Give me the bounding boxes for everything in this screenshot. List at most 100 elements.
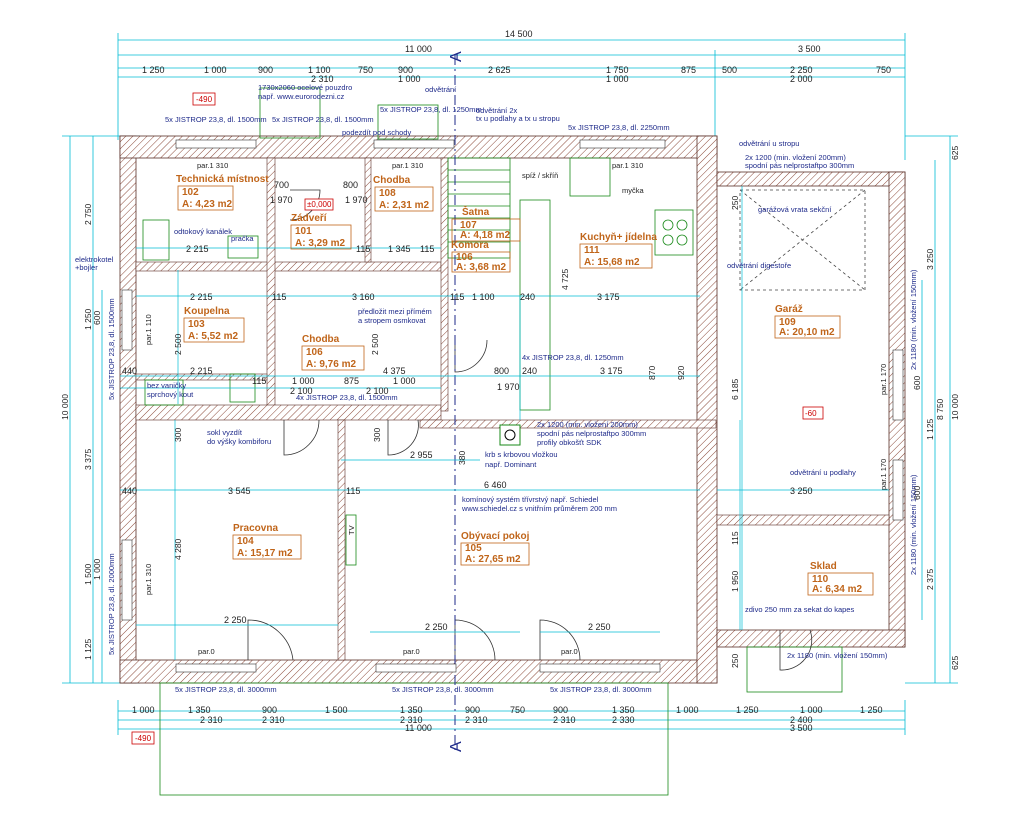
room-pracovna: Pracovna 104 A: 15,17 m2 — [232, 523, 302, 560]
room-garaz: Garáž 109 A: 20,10 m2 — [774, 304, 841, 339]
room-name: Sklad — [810, 561, 837, 572]
note-vent: odvětrání — [425, 85, 457, 94]
dim-inner-7: 1 345 — [388, 244, 411, 254]
dim-top-sub-4: 2 000 — [790, 74, 813, 84]
dim-bottom-garage: 3 500 — [790, 723, 813, 733]
lintel-1: 5x JISTROP 23,8, dl. 1500mm — [165, 115, 267, 124]
room-area: A: 4,23 m2 — [182, 199, 232, 210]
window-4: par.1 110 — [144, 314, 153, 345]
room-number: 101 — [295, 226, 312, 237]
room-area: A: 15,17 m2 — [237, 548, 293, 559]
garage-door-symbol — [739, 189, 866, 291]
lintel-4: 5x JISTROP 23,8, dl. 2250mm — [568, 123, 670, 132]
interior-dimensions — [120, 186, 889, 660]
note-wall2: a stropem osmkovat — [358, 316, 426, 325]
annotations: 1730x2060 ocelové pouzdro např. www.euro… — [75, 83, 918, 660]
dim-inner-51: 920 — [676, 366, 686, 380]
top-dimensions — [117, 33, 906, 160]
dim-bot-13: 1 250 — [860, 705, 883, 715]
dim-inner-4: 800 — [343, 180, 358, 190]
note-sink: myčka — [622, 186, 644, 195]
dim-top-2: 1 000 — [204, 65, 227, 75]
dim-inner-2: 1 970 — [270, 195, 293, 205]
room-number: 106 — [306, 347, 323, 358]
dim-inner-39: 2 250 — [425, 622, 448, 632]
room-area: A: 27,65 m2 — [465, 554, 521, 565]
window-6: par.0 — [198, 647, 215, 656]
note-door: 1730x2060 ocelové pouzdro — [258, 83, 352, 92]
dim-inner-14: 240 — [520, 292, 535, 302]
dim-bottom-row: 1 000 1 350 900 1 500 1 350 900 750 900 … — [132, 705, 883, 715]
window-labels: par.1 310 par.1 310 par.1 310 par.1 110 … — [144, 161, 888, 656]
room-chodba-108: Chodba 108 A: 2,31 m2 — [373, 175, 434, 212]
dim-inner-50: 870 — [647, 366, 657, 380]
note-right-lintel-a: 2x 1180 (min. vložení 150mm) — [909, 269, 918, 370]
note-garage-spec2: spodní pás nelprostaftpo 300mm — [745, 161, 854, 170]
dim-bot-5: 1 350 — [400, 705, 423, 715]
room-name: Zádveří — [291, 213, 328, 224]
room-area: A: 9,76 m2 — [306, 359, 356, 370]
window-9: par.1 170 — [879, 364, 888, 395]
room-name: Technická místnost — [176, 174, 269, 185]
dim-top-main: 11 000 — [405, 44, 432, 54]
dim-left-5: 1 125 — [83, 638, 93, 660]
section-mark-bottom: A — [448, 741, 465, 752]
dim-inner-17: 440 — [122, 366, 137, 376]
dim-bot-12: 1 000 — [800, 705, 823, 715]
dim-left-4: 1 500 — [83, 563, 93, 585]
note-kombifor: sokl vyzdít — [207, 428, 243, 437]
dim-inner-38: 2 250 — [224, 615, 247, 625]
room-number: 102 — [182, 187, 199, 198]
dim-inner-6: 115 — [356, 244, 370, 254]
dim-bot-sub-5: 2 310 — [553, 715, 576, 725]
note-sklad-lintel: zdivo 250 mm za sekat do kapes — [745, 605, 854, 614]
dim-right-2: 3 250 — [925, 248, 935, 270]
dim-inner-13: 1 100 — [472, 292, 495, 302]
dim-top-1: 1 250 — [142, 65, 165, 75]
window-3: par.1 310 — [612, 161, 643, 170]
note-stairs: podezdít pod schody — [342, 128, 411, 137]
dim-inner-21: 875 — [344, 376, 359, 386]
dim-right-sub-1: 600 — [912, 376, 922, 390]
lintel-6: 4x JISTROP 23,8, dl. 1500mm — [296, 393, 398, 402]
note-boiler: +bojler — [75, 263, 98, 272]
window-frames — [121, 139, 904, 673]
dim-inner-44: 115 — [730, 531, 740, 545]
room-name: Obývací pokoj — [461, 531, 530, 542]
note-tv: TV — [347, 525, 356, 535]
dim-inner-42: 250 — [730, 196, 740, 210]
lintel-10: 5x JISTROP 23,8, dl. 1500mm — [107, 298, 116, 400]
dim-inner-40: 2 250 — [588, 622, 611, 632]
inner-dim-text: 2 215 1 970 700 800 1 970 115 1 345 115 … — [122, 180, 813, 668]
dim-top-total: 14 500 — [505, 29, 533, 39]
dim-inner-35: 6 460 — [484, 480, 507, 490]
dim-top-sub-2: 1 000 — [398, 74, 421, 84]
room-name: Šatna — [462, 205, 490, 218]
dim-inner-47: 300 — [372, 428, 382, 442]
room-number: 110 — [812, 574, 829, 585]
dim-top-8: 1 750 — [606, 65, 629, 75]
dim-inner-28: 2 100 — [366, 386, 389, 396]
dim-inner-1: 2 215 — [186, 244, 209, 254]
room-number: 108 — [379, 188, 396, 199]
window-5: par.1 310 — [144, 564, 153, 595]
level-mark-3: ±0,000 — [307, 200, 332, 209]
dim-top-6: 900 — [398, 65, 413, 75]
room-number: 104 — [237, 536, 254, 547]
dim-inner-5: 1 970 — [345, 195, 368, 205]
dim-top-10: 500 — [722, 65, 737, 75]
note-lintel-spec3: profily obkošťt SDK — [537, 438, 602, 447]
lintel-11: 5x JISTROP 23,8, dl. 2000mm — [107, 553, 116, 655]
dim-top-sub-3: 1 000 — [606, 74, 629, 84]
room-komora: Komora 106 A: 3,68 m2 — [451, 240, 511, 273]
dim-right-5: 625 — [950, 656, 960, 670]
dim-inner-10: 115 — [272, 292, 286, 302]
room-area: A: 5,52 m2 — [188, 331, 238, 342]
dim-bot-6: 900 — [465, 705, 480, 715]
dim-bottom-main: 11 000 — [405, 723, 432, 733]
dim-top-5: 750 — [358, 65, 373, 75]
note-chimney2: www.schiedel.cz s vnitřním průměrem 200 … — [461, 504, 617, 513]
window-10: par.1 170 — [879, 459, 888, 490]
dim-top-row: 1 250 1 000 900 1 100 750 900 2 625 1 75… — [142, 65, 891, 75]
